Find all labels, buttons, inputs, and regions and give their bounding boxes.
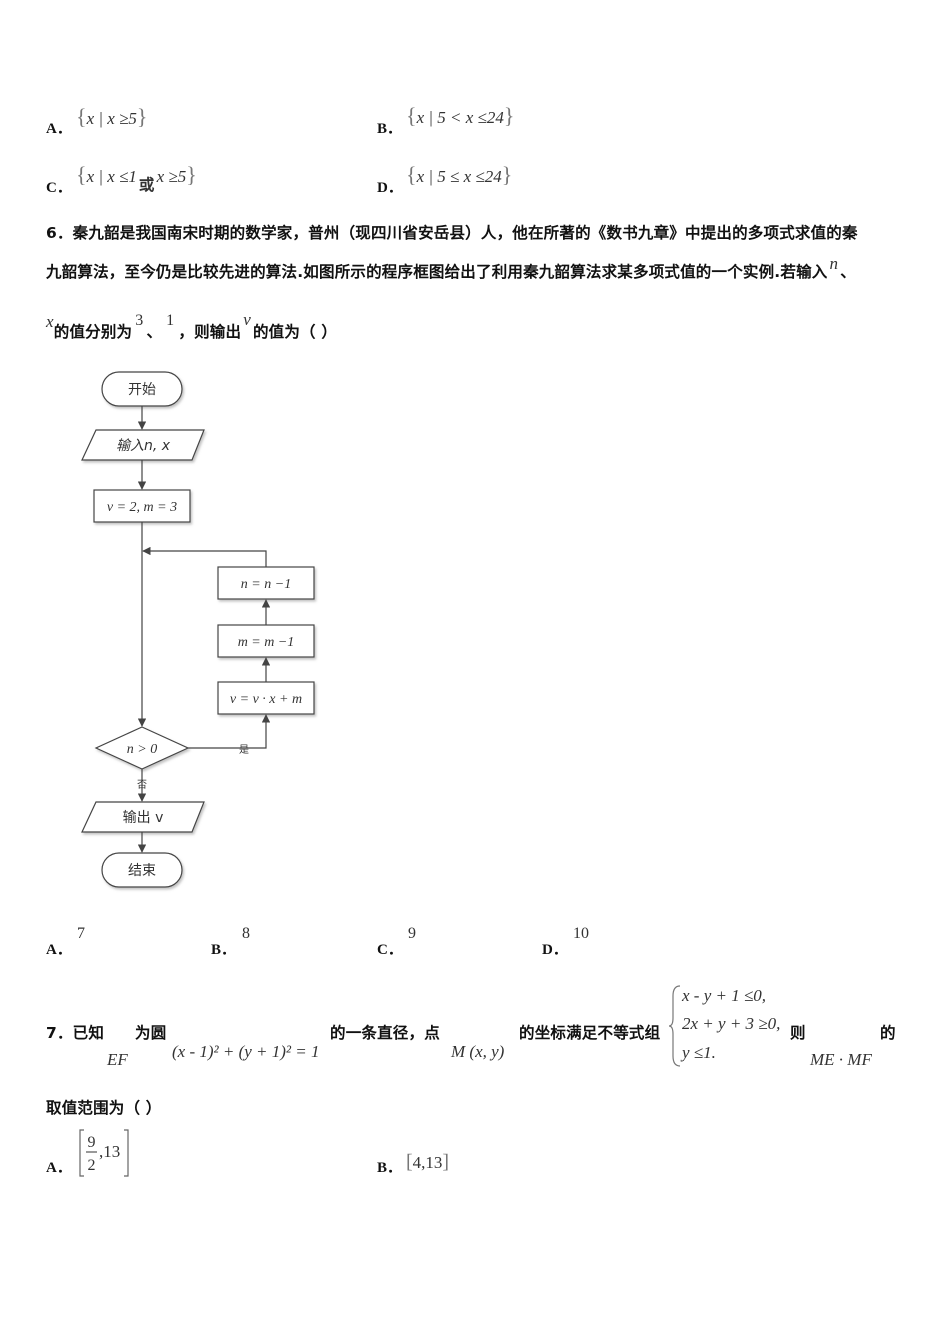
- flow-input-label: 输入n, x: [116, 438, 171, 454]
- flow-init-label: v = 2, m = 3: [107, 500, 177, 515]
- flow-start-label: 开始: [128, 382, 156, 398]
- q7-ef: EF: [107, 1050, 128, 1069]
- q6-option-a-label: A．: [46, 942, 72, 958]
- inequality-3: y ≤1.: [682, 1043, 716, 1062]
- q6-option-d-label: D．: [542, 942, 568, 958]
- q7-text-5: 则: [790, 1024, 806, 1042]
- q7-text-2: 为圆: [135, 1024, 167, 1042]
- q6-option-b-label: B．: [211, 942, 237, 958]
- q7-dot-product: ME · MF: [810, 1050, 872, 1069]
- flow-no-label: 否: [137, 779, 147, 791]
- q7-circle-equation: (x - 1)² + (y + 1)² = 1: [172, 1042, 320, 1061]
- system-brace: [668, 985, 681, 1067]
- option-c-label: C．: [46, 180, 72, 196]
- q7-option-b-label: B．: [377, 1160, 403, 1176]
- q7-text-1: 7．已知: [46, 1024, 105, 1042]
- q7-text-4: 的坐标满足不等式组: [519, 1024, 661, 1042]
- q6-option-c-label: C．: [377, 942, 403, 958]
- flow-input-shape: [81, 429, 205, 461]
- fraction-numerator: 9: [88, 1134, 96, 1151]
- flow-step-v-label: v = v · x + m: [230, 692, 302, 707]
- q6-line2: 九韶算法，至今仍是比较先进的算法.如图所示的程序框图给出了利用秦九韶算法求某多项…: [46, 254, 856, 281]
- flow-step-n-label: n = n −1: [241, 577, 291, 592]
- q6-line3: x的值分别为3、1，则输出v的值为（ ）: [46, 310, 338, 341]
- q6-option-b-value: 8: [242, 925, 250, 942]
- flow-step-m-label: m = m −1: [238, 635, 295, 650]
- fraction-denominator: 2: [88, 1157, 96, 1174]
- flow-yes-label: 是: [239, 744, 249, 756]
- q6-option-d-value: 10: [573, 925, 589, 942]
- flow-arrow-loop: [142, 546, 267, 567]
- q7-option-b-expression: [4,13]: [406, 1151, 450, 1173]
- option-d-expression: {x | 5 ≤ x ≤24}: [406, 162, 513, 187]
- flow-arrow-yes: [188, 714, 271, 749]
- q7-text-3: 的一条直径，点: [330, 1024, 440, 1042]
- q6-option-a-value: 7: [77, 925, 85, 942]
- option-b-expression: {x | 5 < x ≤24}: [406, 103, 515, 128]
- flowchart: 开始 输入n, x v = 2, m = 3 n = n −1 m = m −1…: [81, 371, 315, 888]
- flow-output-shape: [81, 801, 205, 833]
- q7-line2: 取值范围为（ ）: [46, 1099, 162, 1117]
- flow-decision-label: n > 0: [127, 742, 157, 757]
- q6-option-c-value: 9: [408, 925, 416, 942]
- q6-line1: 6．秦九韶是我国南宋时期的数学家，普州（现四川省安岳县）人，他在所著的《数书九章…: [46, 224, 858, 242]
- q7-option-a-expression: 9 2 ,13: [76, 1128, 136, 1178]
- interval-rest: ,13: [99, 1142, 120, 1161]
- q7-point-m: M (x, y): [451, 1042, 505, 1061]
- inequality-1: x - y + 1 ≤0,: [682, 986, 767, 1005]
- q7-option-a-label: A．: [46, 1160, 72, 1176]
- flow-end-shape: [101, 852, 183, 888]
- flow-output-label: 输出 v: [123, 810, 164, 826]
- q7-text-6: 的: [880, 1024, 896, 1042]
- option-d-label: D．: [377, 180, 403, 196]
- option-a-label: A．: [46, 121, 72, 137]
- option-a-expression: {x | x ≥5}: [76, 104, 148, 129]
- flow-end-label: 结束: [128, 863, 156, 879]
- option-b-label: B．: [377, 121, 403, 137]
- flow-step-v-shape: [217, 681, 315, 715]
- inequality-2: 2x + y + 3 ≥0,: [682, 1014, 781, 1033]
